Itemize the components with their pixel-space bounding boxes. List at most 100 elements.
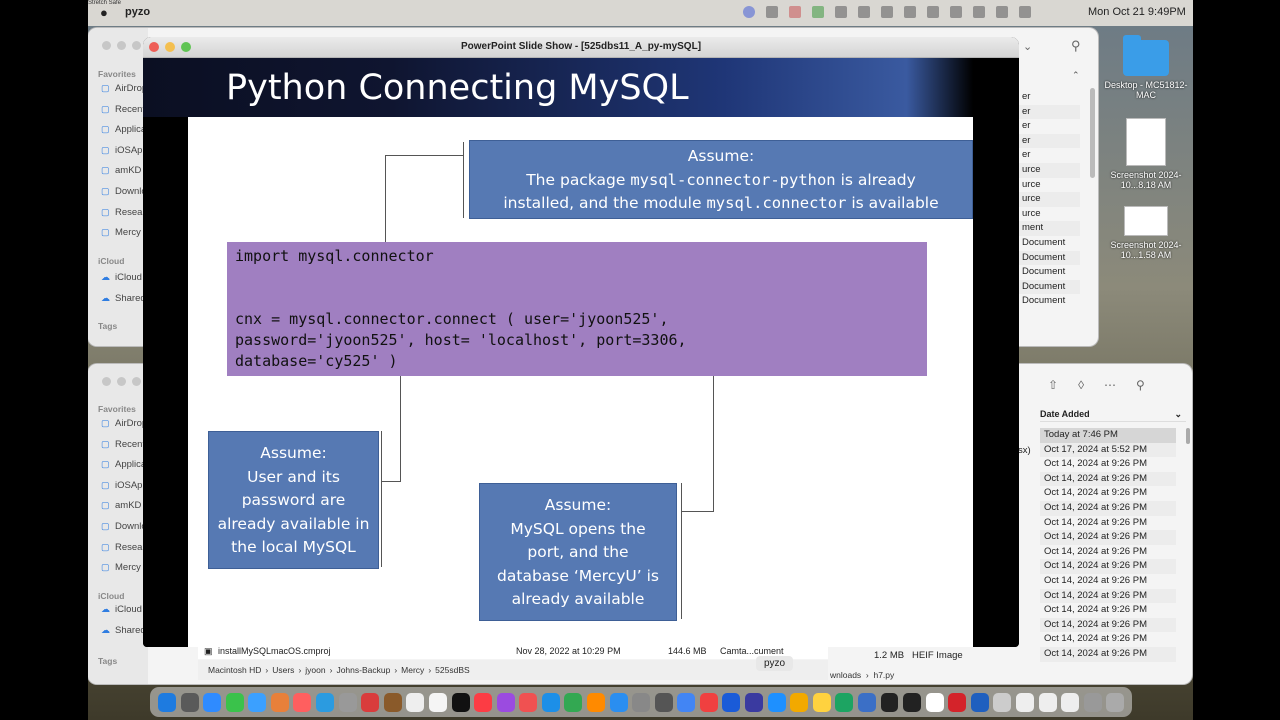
sidebar-item[interactable]: ▢Mercy — [101, 562, 141, 573]
scrollbar[interactable] — [1090, 88, 1095, 178]
sidebar-item[interactable]: ▢iOSApps — [101, 145, 153, 156]
dock-app-icon[interactable] — [203, 692, 222, 712]
search-icon[interactable] — [996, 6, 1008, 18]
list-item[interactable]: Oct 14, 2024 at 9:26 PM — [1044, 487, 1147, 499]
dock-app-icon[interactable] — [903, 692, 922, 712]
list-item[interactable]: urce — [1018, 192, 1080, 207]
sidebar-item[interactable]: ▢Research — [101, 542, 156, 553]
profile-icon[interactable] — [950, 6, 962, 18]
dock-app-icon[interactable] — [745, 692, 764, 712]
list-item[interactable]: Document — [1022, 266, 1066, 278]
sidebar-item[interactable]: ☁Shared — [101, 293, 146, 304]
dock-app-icon[interactable] — [225, 692, 244, 712]
dock-app-icon[interactable] — [496, 692, 515, 712]
list-item[interactable]: Oct 14, 2024 at 9:26 PM — [1040, 588, 1176, 604]
dock-app-icon[interactable] — [541, 692, 560, 712]
dock-app-icon[interactable] — [406, 692, 425, 712]
dock-app-icon[interactable] — [925, 692, 944, 712]
dock-app-icon[interactable] — [293, 692, 312, 712]
sidebar-item[interactable]: ▢Recents — [101, 104, 150, 115]
list-item[interactable]: Oct 14, 2024 at 9:26 PM — [1040, 559, 1176, 574]
dock-app-icon[interactable] — [835, 692, 854, 712]
list-item[interactable]: Oct 14, 2024 at 9:26 PM — [1040, 646, 1176, 662]
status-icon-1[interactable] — [743, 6, 755, 18]
list-item[interactable]: Oct 14, 2024 at 9:26 PM — [1044, 633, 1147, 645]
list-item[interactable]: Oct 14, 2024 at 9:26 PM — [1044, 545, 1147, 557]
menubar-clock[interactable]: Mon Oct 21 9:49PM — [1088, 6, 1186, 18]
sidebar-item[interactable]: ▢iOSApps — [101, 480, 153, 491]
dock-app-icon[interactable] — [767, 692, 786, 712]
dock-app-icon[interactable] — [270, 692, 289, 712]
control-center-icon[interactable] — [1019, 6, 1031, 18]
dock-app-icon[interactable] — [248, 692, 267, 712]
list-item[interactable]: Oct 14, 2024 at 9:26 PM — [1040, 617, 1176, 633]
list-item[interactable]: er — [1018, 133, 1080, 149]
status-icon-5[interactable] — [835, 6, 847, 18]
list-item[interactable]: Oct 14, 2024 at 9:26 PM — [1044, 604, 1147, 616]
more-options-icon[interactable]: ⌄ — [1023, 41, 1033, 53]
dock-app-icon[interactable] — [1015, 692, 1034, 712]
dock-app-icon[interactable] — [586, 692, 605, 712]
list-item[interactable]: er — [1022, 91, 1031, 102]
dock-app-icon[interactable] — [812, 692, 831, 712]
wifi-icon[interactable] — [973, 6, 985, 18]
dock-app-icon[interactable] — [857, 692, 876, 712]
dock-app-icon[interactable] — [677, 692, 696, 712]
list-item[interactable]: er — [1022, 149, 1031, 161]
list-item[interactable]: Document — [1018, 250, 1080, 266]
bluetooth-icon[interactable] — [858, 6, 870, 18]
window-controls[interactable] — [102, 377, 141, 386]
desktop-folder[interactable]: Desktop - MC51812-MAC — [1101, 35, 1191, 100]
dock-app-icon[interactable] — [316, 692, 335, 712]
app-menu-name[interactable]: pyzo — [125, 6, 151, 18]
path-segment[interactable]: Users — [272, 665, 295, 675]
dock-app-icon[interactable] — [180, 692, 199, 712]
dock-app-icon[interactable] — [993, 692, 1012, 712]
search-icon[interactable]: ⚲ — [1136, 378, 1145, 392]
file-row[interactable]: ▣ installMySQLmacOS.cmproj Nov 28, 2022 … — [198, 645, 828, 659]
dock-app-icon[interactable] — [948, 692, 967, 712]
sidebar-item[interactable]: ☁iCloud — [101, 272, 142, 283]
sidebar-item[interactable]: ▢amKD — [101, 165, 141, 176]
window-controls[interactable] — [102, 41, 141, 50]
sidebar-item[interactable]: ▢Mercy — [101, 227, 141, 238]
dock-app-icon[interactable] — [428, 692, 447, 712]
dock-app-icon[interactable] — [1061, 692, 1080, 712]
list-item[interactable]: ment — [1018, 221, 1080, 236]
sidebar-item[interactable]: ▢Applications — [101, 124, 166, 135]
dock-app-icon[interactable] — [383, 692, 402, 712]
sidebar-item[interactable]: ☁Shared — [101, 625, 146, 636]
action-icon[interactable]: ⋯ — [1104, 378, 1116, 392]
tag-icon[interactable]: ◊ — [1078, 378, 1084, 392]
status-icon-2[interactable] — [766, 6, 778, 18]
list-item[interactable]: urce — [1018, 162, 1080, 178]
dock-app-icon[interactable] — [970, 692, 989, 712]
sidebar-item[interactable]: ▢Research — [101, 207, 156, 218]
dock-app-icon[interactable] — [451, 692, 470, 712]
list-item[interactable]: Oct 14, 2024 at 9:26 PM — [1044, 458, 1147, 470]
play-icon[interactable] — [927, 6, 939, 18]
minimize-icon[interactable] — [165, 42, 175, 52]
input-source-icon[interactable] — [881, 6, 893, 18]
dock-app-icon[interactable] — [564, 692, 583, 712]
sidebar-item[interactable]: ▢Downloads — [101, 521, 162, 532]
dock-app-icon[interactable] — [654, 692, 673, 712]
battery-icon[interactable] — [904, 6, 916, 18]
desktop-screenshot-2[interactable]: Screenshot 2024-10...1.58 AM — [1101, 206, 1191, 260]
dock-app-icon[interactable] — [632, 692, 651, 712]
dock-app-icon[interactable] — [1038, 692, 1057, 712]
desktop-screenshot-1[interactable]: Screenshot 2024-10...8.18 AM — [1101, 118, 1191, 190]
dock-app-icon[interactable] — [361, 692, 380, 712]
sidebar-item[interactable]: ▢Downloads — [101, 186, 162, 197]
chevron-up-icon[interactable]: ⌃ — [1072, 70, 1080, 80]
sidebar-item[interactable]: ▢AirDrop — [101, 83, 147, 94]
sidebar-item[interactable]: ▢Applications — [101, 459, 166, 470]
sidebar-item[interactable]: ▢amKD — [101, 500, 141, 511]
zoom-icon[interactable] — [181, 42, 191, 52]
date-added-header[interactable]: Date Added⌄ — [1040, 406, 1186, 422]
list-item[interactable]: Oct 14, 2024 at 9:26 PM — [1040, 530, 1176, 545]
status-icon-4[interactable] — [812, 6, 824, 18]
list-item[interactable]: Oct 14, 2024 at 9:26 PM — [1040, 471, 1176, 487]
dock-app-icon[interactable] — [790, 692, 809, 712]
dock-app-icon[interactable] — [722, 692, 741, 712]
